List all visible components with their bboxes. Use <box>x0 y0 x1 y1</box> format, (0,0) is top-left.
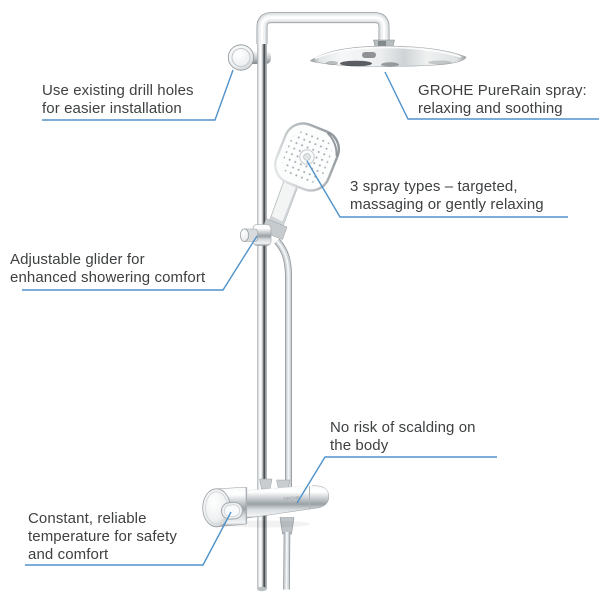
face-chrome-edge <box>326 132 338 157</box>
leader-line-scalding <box>296 456 497 504</box>
hose-upper-sheen <box>276 240 290 489</box>
pipe-highlight <box>260 16 386 44</box>
safestop-inner <box>224 504 240 517</box>
rail-end-cap <box>257 586 267 592</box>
head-reflection-right <box>428 60 452 65</box>
leader-line-purerain <box>384 71 599 120</box>
callout-spray-types: 3 spray types – targeted, massaging or g… <box>350 178 544 214</box>
hose-nut <box>279 517 295 535</box>
head-reflection-mid <box>381 62 399 67</box>
rail-glider <box>239 218 288 246</box>
valve-body <box>240 485 330 520</box>
callout-purerain: GROHE PureRain spray: relaxing and sooth… <box>418 82 587 118</box>
overhead-pipe <box>256 12 390 44</box>
valve-top-highlight <box>241 485 313 493</box>
callout-scalding: No risk of scalding on the body <box>330 419 476 455</box>
callout-glider: Adjustable glider for enhanced showering… <box>10 251 205 287</box>
callout-drill-holes: Use existing drill holes for easier inst… <box>42 82 194 118</box>
callout-text-line: enhanced showering comfort <box>10 269 206 286</box>
hose-upper <box>274 239 292 489</box>
safestop-button <box>220 501 244 520</box>
leader-line-glider <box>22 235 258 291</box>
union-left <box>259 478 273 490</box>
connector-shadow <box>378 41 386 49</box>
leader-line-spray-types <box>306 160 568 218</box>
head-center-shadow <box>362 52 376 58</box>
temperature-handle <box>202 486 248 528</box>
callout-text-line: Use existing drill holes <box>42 82 194 99</box>
head-highlight <box>314 46 462 60</box>
shower-hose <box>274 238 295 590</box>
callout-text-line: temperature for safety <box>28 528 177 545</box>
leader-line-temperature <box>25 511 232 566</box>
leader-lines <box>22 69 599 566</box>
callout-text-line: massaging or gently relaxing <box>350 196 544 213</box>
pipe-body <box>257 12 389 44</box>
callout-temperature: Constant, reliable temperature for safet… <box>28 510 177 564</box>
callout-text-line: for easier installation <box>42 100 182 117</box>
thermostatic-valve: GROHE <box>202 485 330 528</box>
wall-mount-ring <box>231 48 251 67</box>
valve-logo: GROHE <box>283 495 300 501</box>
callout-text-line: and comfort <box>28 546 109 563</box>
callout-text-line: the body <box>330 437 389 454</box>
callout-text-line: 3 spray types – targeted, <box>350 178 518 195</box>
shower-rail <box>257 21 267 592</box>
callout-text-line: Adjustable glider for <box>10 251 145 268</box>
callout-text-line: GROHE PureRain spray: <box>418 82 587 99</box>
head-reflection-dark <box>340 60 372 67</box>
rain-shower-head <box>310 45 467 67</box>
head-reflection-left <box>326 61 338 65</box>
glider-knob-cap <box>239 228 250 242</box>
callout-text-line: Constant, reliable <box>28 510 147 527</box>
callout-text-line: relaxing and soothing <box>418 100 563 117</box>
face-center-button <box>303 153 311 161</box>
leader-line-drill-holes <box>42 69 234 121</box>
rail-tube <box>257 21 267 589</box>
supply-unions <box>259 478 291 490</box>
callout-text-line: No risk of scalding on <box>330 419 476 436</box>
hand-shower <box>273 122 341 192</box>
hose-lower-sheen <box>285 531 288 590</box>
